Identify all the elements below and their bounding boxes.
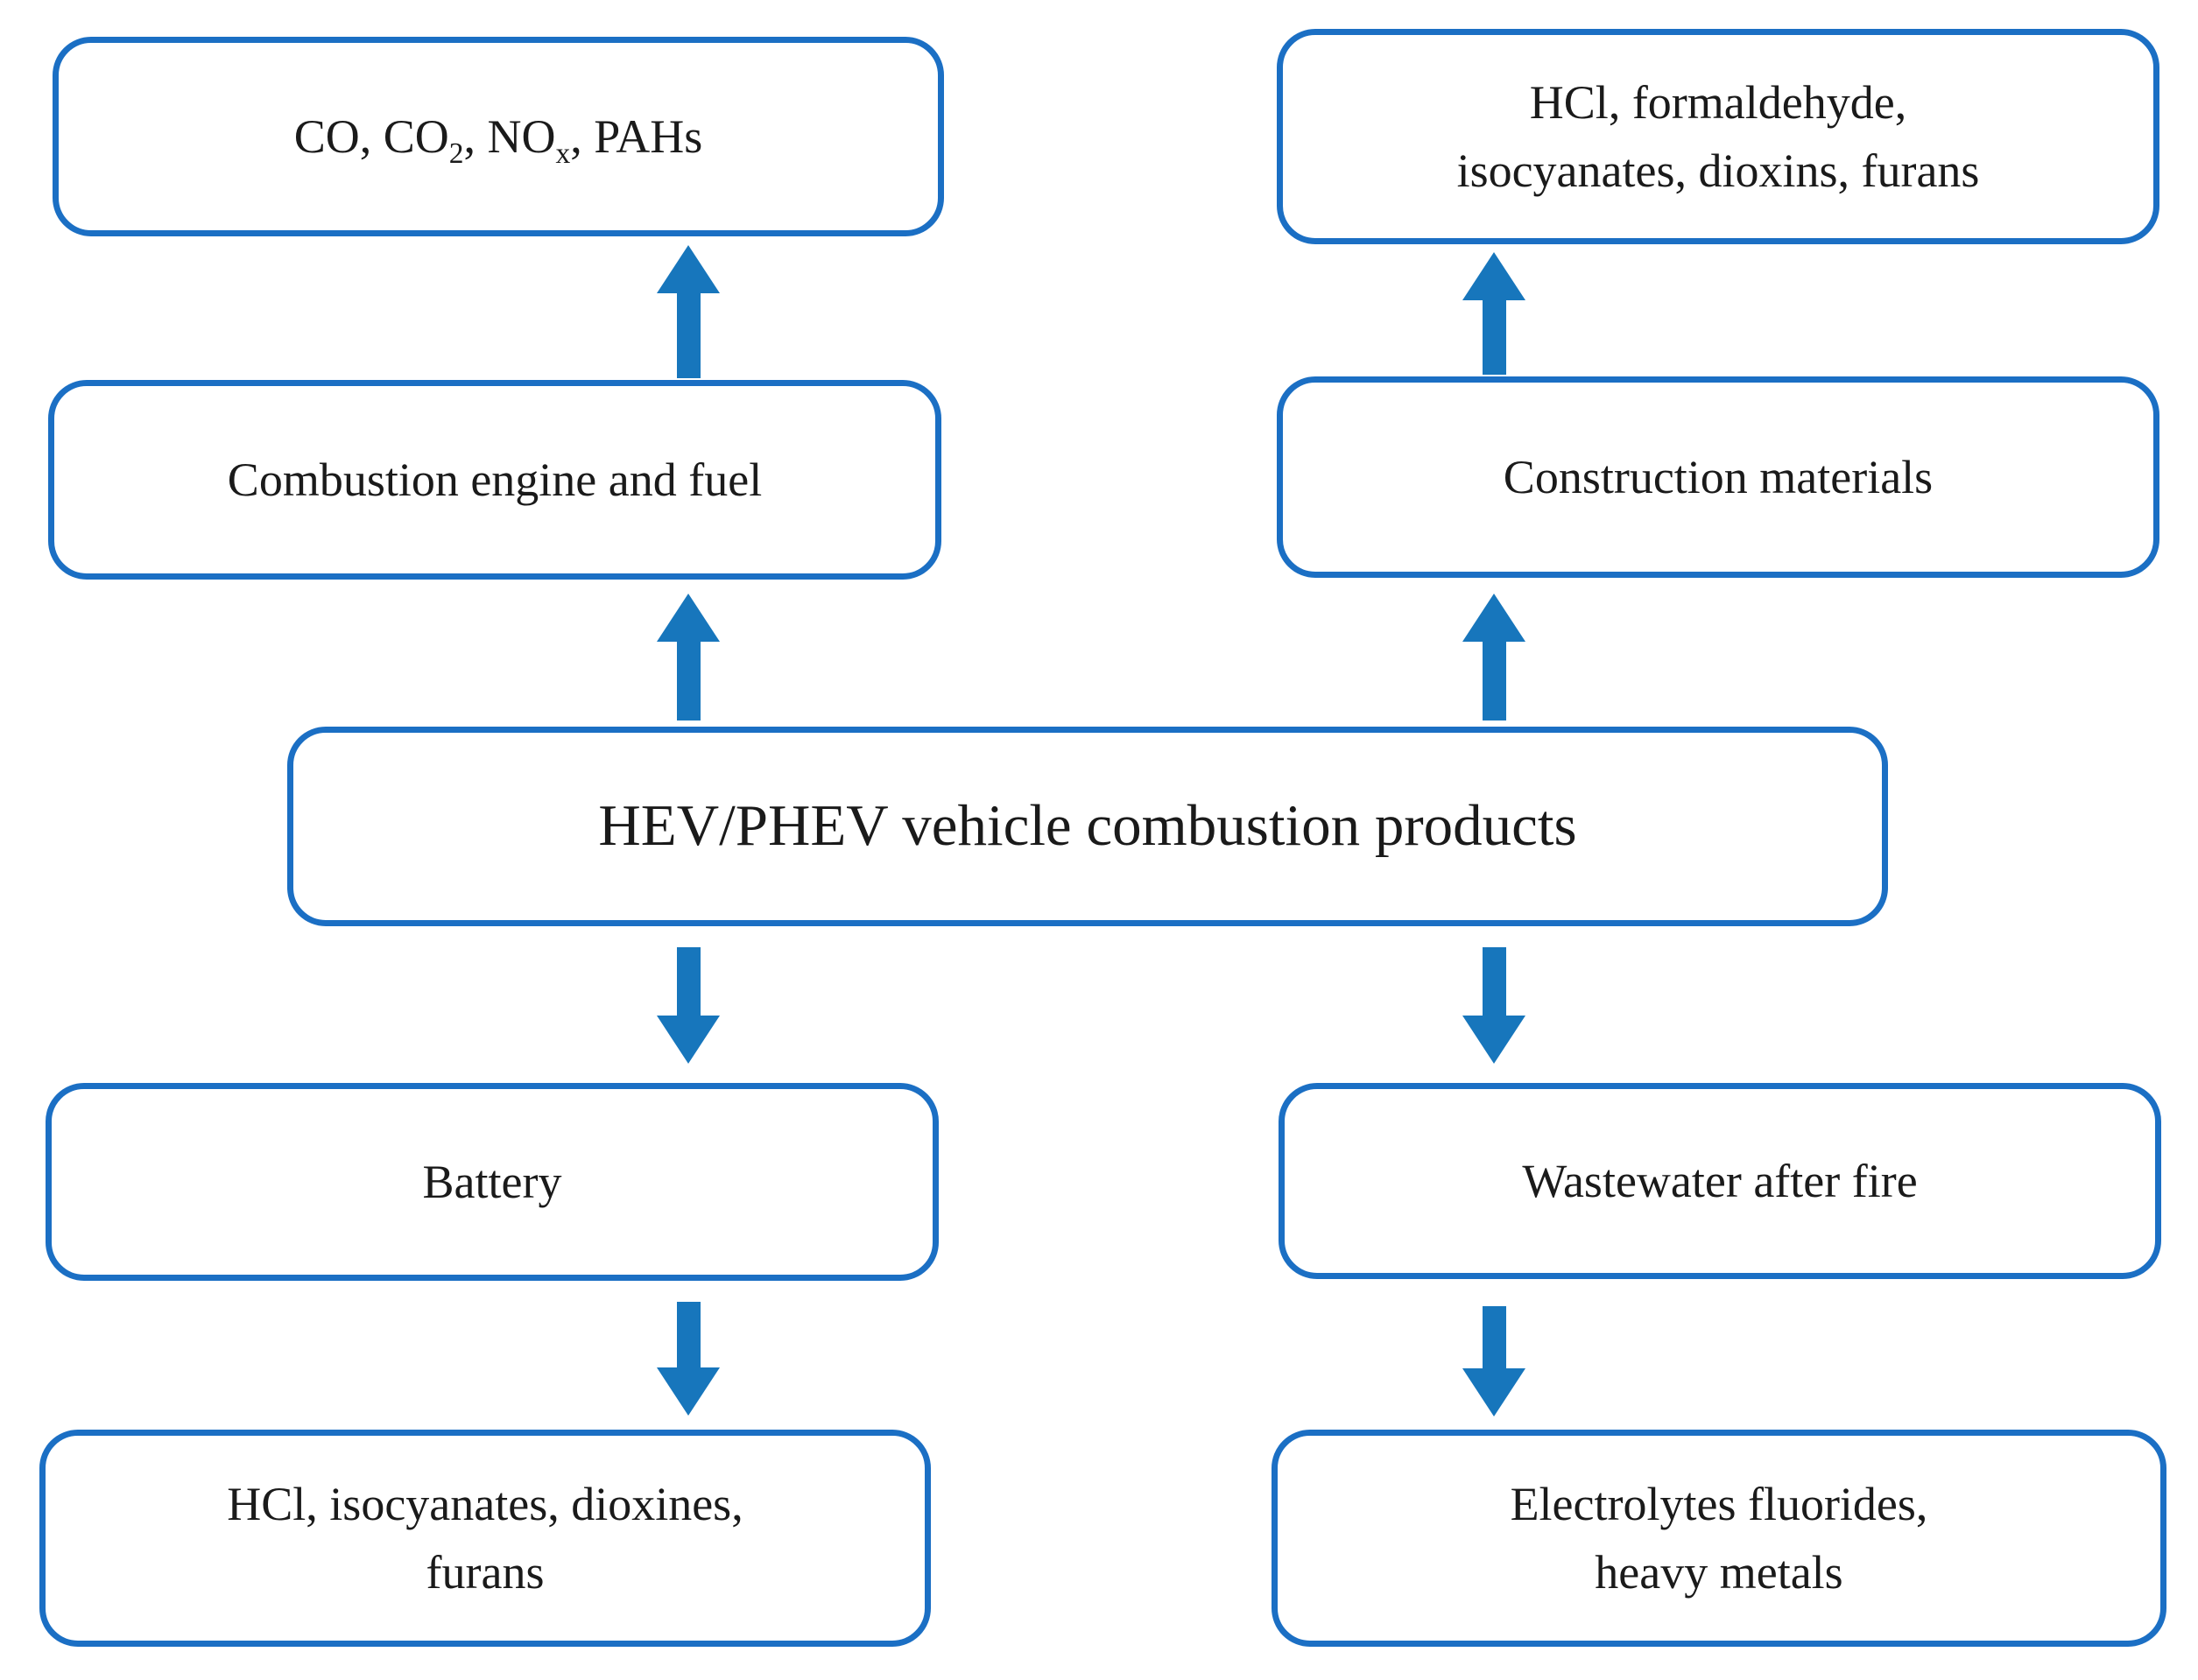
box-label: HCl, isocyanates, dioxines, furans <box>227 1477 743 1599</box>
box-label: CO, CO2, NOx, PAHs <box>293 109 703 170</box>
arrow-up-icon <box>1462 252 1525 375</box>
box-battery: Battery <box>46 1083 939 1281</box>
box-combustion-engine-and-fuel: Combustion engine and fuel <box>48 380 941 580</box>
box-label: Electrolytes fluorides, heavy metals <box>1510 1477 1928 1599</box>
box-wastewater-after-fire: Wastewater after fire <box>1279 1083 2161 1279</box>
arrow-head <box>1462 1368 1525 1416</box>
box-construction-emission-products: HCl, formaldehyde, isocyanates, dioxins,… <box>1277 29 2159 244</box>
box-label: HEV/PHEV vehicle combustion products <box>598 793 1577 859</box>
arrow-head <box>1462 252 1525 300</box>
box-wastewater-emission-products: Electrolytes fluorides, heavy metals <box>1272 1430 2166 1647</box>
arrow-down-icon <box>657 1302 720 1416</box>
box-label: Construction materials <box>1503 450 1934 503</box>
arrow-shaft <box>676 947 701 1016</box>
box-engine-emission-products: CO, CO2, NOx, PAHs <box>53 37 944 236</box>
arrow-shaft <box>1482 1306 1506 1368</box>
box-label: Battery <box>422 1155 562 1208</box>
box-label: Combustion engine and fuel <box>227 453 763 506</box>
box-label: HCl, formaldehyde, isocyanates, dioxins,… <box>1456 75 1980 197</box>
arrow-up-icon <box>657 245 720 378</box>
arrow-head <box>1462 594 1525 642</box>
box-label: Wastewater after fire <box>1522 1154 1918 1207</box>
arrow-head <box>1462 1016 1525 1064</box>
arrow-head <box>657 245 720 293</box>
box-construction-materials: Construction materials <box>1277 376 2159 578</box>
arrow-shaft <box>1482 642 1506 721</box>
arrow-head <box>657 594 720 642</box>
arrow-up-icon <box>657 594 720 721</box>
arrow-down-icon <box>1462 1306 1525 1416</box>
arrow-down-icon <box>657 947 720 1064</box>
arrow-head <box>657 1367 720 1416</box>
arrow-head <box>657 1016 720 1064</box>
arrow-shaft <box>1482 300 1506 375</box>
arrow-shaft <box>1482 947 1506 1016</box>
box-battery-emission-products: HCl, isocyanates, dioxines, furans <box>39 1430 931 1647</box>
box-hev-phev-vehicle-combustion-products: HEV/PHEV vehicle combustion products <box>287 727 1888 926</box>
arrow-shaft <box>676 642 701 721</box>
arrow-up-icon <box>1462 594 1525 721</box>
arrow-shaft <box>676 1302 701 1367</box>
arrow-shaft <box>676 293 701 378</box>
arrow-down-icon <box>1462 947 1525 1064</box>
